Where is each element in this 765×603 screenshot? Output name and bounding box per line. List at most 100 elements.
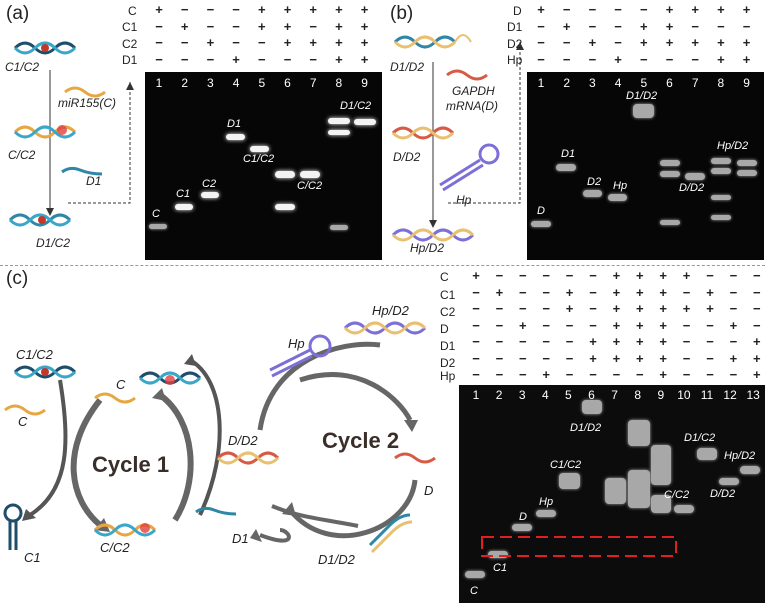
sign-cell: + — [180, 18, 189, 34]
sign-cell: − — [206, 2, 215, 17]
band — [740, 466, 760, 474]
sign-cell: − — [640, 2, 648, 17]
band — [465, 571, 485, 578]
sign-cell: − — [589, 317, 597, 333]
sign-cell: − — [588, 51, 597, 67]
sign-cell: − — [542, 334, 550, 349]
sign-cell: + — [636, 350, 644, 366]
band — [583, 190, 602, 197]
sign-cell: + — [360, 18, 369, 34]
sign-cell: + — [612, 317, 621, 333]
sign-cell: + — [155, 2, 163, 17]
band — [660, 171, 680, 177]
band-label: D2 — [587, 176, 602, 188]
sign-cell: − — [636, 367, 644, 382]
sign-cell: − — [232, 2, 240, 17]
scheme-c-d1: D1 — [232, 531, 249, 546]
band — [512, 524, 532, 531]
sign-cell: − — [519, 334, 527, 349]
sign-cell: − — [495, 301, 504, 316]
sign-cell: − — [589, 367, 597, 382]
sign-cell: + — [682, 268, 691, 283]
sign-cell: + — [753, 367, 761, 382]
sign-cell: − — [706, 367, 714, 382]
sign-cell: − — [258, 51, 266, 67]
sign-cell: + — [588, 35, 597, 50]
band — [226, 134, 245, 140]
sign-cell: + — [309, 35, 317, 50]
sign-cell: + — [537, 2, 545, 17]
sign-cell: − — [155, 35, 163, 50]
band-label: C2 — [202, 178, 217, 190]
sign-cell: + — [636, 301, 644, 316]
lane-number: 9 — [743, 76, 750, 90]
band — [300, 171, 320, 178]
sign-cell: − — [562, 2, 571, 17]
row-label: D2 — [440, 356, 456, 370]
sign-cell: − — [753, 317, 761, 333]
lane-number: 3 — [589, 76, 596, 90]
duplex-dd2-icon — [216, 451, 280, 465]
sign-cell: + — [742, 51, 751, 67]
band — [633, 104, 654, 118]
duplex-d1d2-icon — [393, 34, 472, 49]
row-label: D — [513, 4, 522, 18]
row-label: D1 — [440, 339, 456, 353]
sign-cell: + — [753, 334, 761, 349]
row-label: C — [440, 270, 449, 284]
sign-cell: + — [717, 35, 725, 50]
sign-cell: + — [335, 51, 343, 67]
lane-number: 2 — [495, 388, 503, 402]
band-label: D1/D2 — [570, 422, 602, 434]
lane-number: 1 — [472, 388, 480, 402]
band — [275, 204, 295, 210]
sign-cell: − — [180, 2, 189, 17]
band — [531, 221, 551, 227]
sign-cell: − — [753, 301, 761, 316]
d1-strand-icon — [61, 166, 103, 176]
lane-number: 5 — [640, 76, 648, 90]
band — [488, 551, 508, 558]
panel-b-label: (b) — [390, 3, 414, 24]
sign-cell: + — [612, 350, 621, 366]
sign-cell: − — [565, 334, 574, 349]
lane-number: 12 — [723, 388, 737, 402]
lane-number: 6 — [284, 76, 291, 90]
sign-cell: + — [636, 284, 644, 300]
d1-strand-icon — [195, 506, 237, 516]
duplex-d1d2-icon — [368, 513, 413, 554]
sign-cell: + — [659, 268, 667, 283]
band — [330, 225, 348, 230]
sign-cell: − — [519, 268, 527, 283]
sign-cell: − — [495, 268, 504, 283]
sign-cell: − — [706, 350, 714, 366]
row-label: C1 — [440, 288, 456, 302]
duplex-cc2-icon — [93, 523, 157, 537]
lane-number: 1 — [155, 76, 163, 90]
sign-cell: + — [360, 35, 369, 50]
lane-number: 4 — [614, 76, 622, 90]
sign-cell: − — [472, 350, 480, 366]
sign-cell: + — [472, 268, 480, 283]
band — [175, 204, 193, 210]
lane-number: 6 — [666, 76, 673, 90]
sign-cell: − — [729, 284, 738, 300]
panel-a-scheme — [8, 41, 134, 227]
sign-cell: + — [562, 18, 571, 34]
sign-cell: + — [636, 334, 644, 349]
band-label: D1 — [561, 148, 576, 160]
sign-cell: − — [614, 2, 622, 17]
band — [651, 445, 671, 485]
sign-cell: − — [232, 18, 240, 34]
sign-cell: − — [565, 268, 574, 283]
sign-cell: + — [258, 18, 266, 34]
band-label: Hp — [613, 180, 628, 192]
scheme-b-gapdh: GAPDH — [452, 84, 495, 98]
lane-number: 7 — [691, 76, 699, 90]
band — [250, 146, 269, 152]
band-label: D1/D2 — [626, 90, 658, 102]
sign-cell: + — [753, 350, 761, 366]
duplex-hpd2-icon — [391, 228, 475, 242]
duplex-dd2-icon — [391, 126, 455, 140]
sign-cell: − — [729, 334, 738, 349]
